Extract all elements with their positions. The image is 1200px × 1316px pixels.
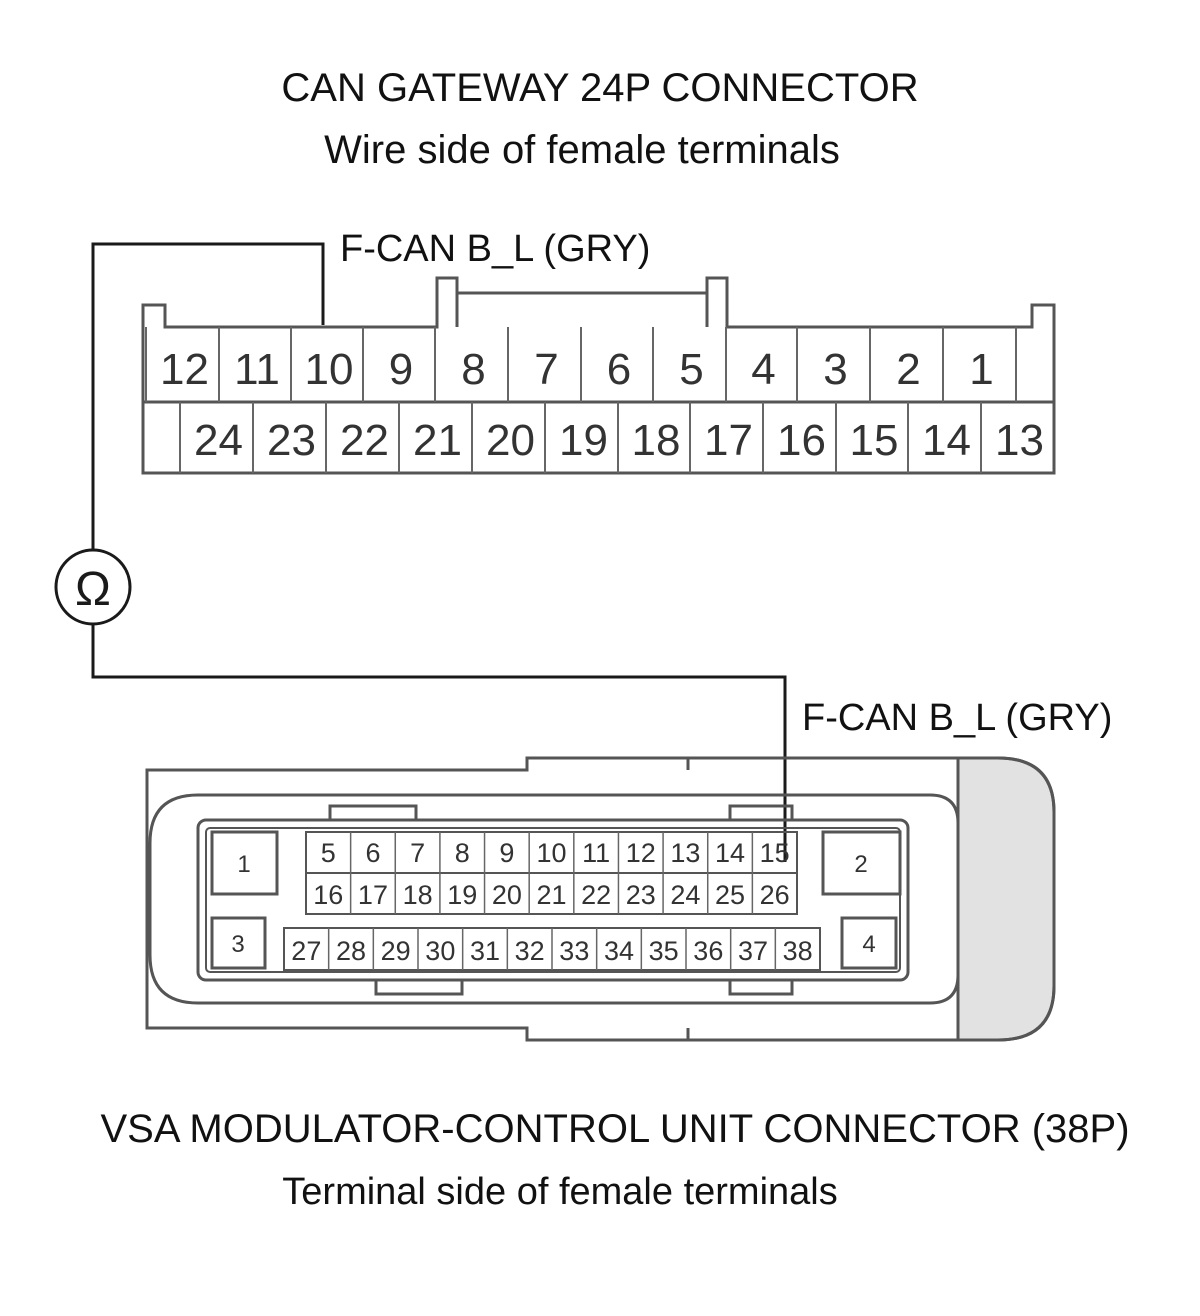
- gateway-pin-16: 16: [777, 416, 826, 465]
- vsa-pin-33: 33: [559, 936, 589, 966]
- vsa-pin-6: 6: [365, 838, 380, 868]
- gateway-pin-19: 19: [559, 416, 608, 465]
- gateway-pin-9: 9: [389, 345, 413, 394]
- vsa-pin-25: 25: [715, 880, 745, 910]
- vsa-pin-11: 11: [582, 838, 610, 868]
- gateway-pin-21: 21: [413, 416, 462, 465]
- gateway-pin-6: 6: [607, 345, 631, 394]
- vsa-pin-9: 9: [499, 838, 514, 868]
- vsa-pin-17: 17: [358, 880, 388, 910]
- vsa-pin-37: 37: [738, 936, 768, 966]
- vsa-pin-31: 31: [470, 936, 500, 966]
- gateway-pin-11: 11: [234, 345, 280, 394]
- vsa-pin-4: 4: [862, 931, 875, 958]
- gateway-pin-2: 2: [896, 345, 920, 394]
- gateway-row-bottom: 24 23 22 21 20 19 18 17 16 15 14 13: [194, 416, 1044, 465]
- vsa-pin-14: 14: [715, 838, 745, 868]
- vsa-pin-15: 15: [760, 838, 790, 868]
- vsa-pin-10: 10: [536, 838, 566, 868]
- vsa-row-c: 27 28 29 30 31 32 33 34 35 36 37 38: [291, 936, 812, 966]
- gateway-pin-1: 1: [969, 345, 993, 394]
- vsa-subtitle: Terminal side of female terminals: [282, 1171, 838, 1213]
- vsa-wire-label: F-CAN B_L (GRY): [802, 697, 1112, 739]
- ohm-symbol: Ω: [75, 563, 111, 616]
- gateway-pin-3: 3: [823, 345, 847, 394]
- gateway-pin-13: 13: [995, 416, 1044, 465]
- vsa-pin-1: 1: [237, 851, 250, 878]
- gateway-pin-17: 17: [704, 416, 753, 465]
- vsa-pin-2: 2: [854, 851, 867, 878]
- gateway-subtitle: Wire side of female terminals: [324, 128, 840, 172]
- gateway-pin-4: 4: [751, 345, 775, 394]
- gateway-pin-8: 8: [461, 345, 485, 394]
- gateway-wire-label: F-CAN B_L (GRY): [340, 228, 650, 270]
- vsa-pin-32: 32: [515, 936, 545, 966]
- vsa-row-b: 16 17 18 19 20 21 22 23 24 25 26: [313, 880, 789, 910]
- vsa-pin-18: 18: [403, 880, 433, 910]
- wire-to-gateway-pin-10: [91, 242, 325, 552]
- vsa-pin-21: 21: [536, 880, 566, 910]
- gateway-pin-18: 18: [632, 416, 681, 465]
- vsa-connector: [145, 756, 1056, 1042]
- gateway-pin-22: 22: [340, 416, 389, 465]
- gateway-title: CAN GATEWAY 24P CONNECTOR: [281, 66, 919, 110]
- gateway-pin-5: 5: [679, 345, 703, 394]
- wire-to-vsa-pin-15: [91, 622, 787, 862]
- vsa-pin-26: 26: [760, 880, 790, 910]
- vsa-pin-35: 35: [649, 936, 679, 966]
- gateway-pin-14: 14: [922, 416, 971, 465]
- gateway-pin-23: 23: [267, 416, 316, 465]
- vsa-pin-22: 22: [581, 880, 611, 910]
- gateway-pin-24: 24: [194, 416, 243, 465]
- gateway-pin-7: 7: [534, 345, 558, 394]
- vsa-pin-3: 3: [231, 931, 244, 958]
- vsa-pin-13: 13: [670, 838, 700, 868]
- vsa-pin-dividers: [327, 832, 777, 970]
- vsa-pin-34: 34: [604, 936, 634, 966]
- gateway-pin-20: 20: [486, 416, 535, 465]
- vsa-pin-38: 38: [783, 936, 813, 966]
- vsa-pin-8: 8: [455, 838, 470, 868]
- gateway-pin-15: 15: [850, 416, 899, 465]
- vsa-pin-19: 19: [447, 880, 477, 910]
- vsa-pin-27: 27: [291, 936, 321, 966]
- vsa-pin-5: 5: [321, 838, 336, 868]
- vsa-pin-36: 36: [693, 936, 723, 966]
- vsa-pin-16: 16: [313, 880, 343, 910]
- vsa-pin-12: 12: [626, 838, 656, 868]
- vsa-pin-23: 23: [626, 880, 656, 910]
- gateway-pin-12: 12: [160, 345, 209, 394]
- vsa-pin-29: 29: [381, 936, 411, 966]
- vsa-title: VSA MODULATOR-CONTROL UNIT CONNECTOR (38…: [100, 1107, 1130, 1151]
- vsa-pin-30: 30: [425, 936, 455, 966]
- ohmmeter-icon: Ω: [54, 548, 132, 626]
- gateway-pin-dividers: [145, 327, 1017, 473]
- vsa-pin-28: 28: [336, 936, 366, 966]
- probe-wires: [91, 242, 787, 862]
- vsa-pin-20: 20: [492, 880, 522, 910]
- gateway-connector: [141, 276, 1056, 475]
- vsa-pin-24: 24: [670, 880, 700, 910]
- vsa-pin-7: 7: [410, 838, 425, 868]
- gateway-pin-10: 10: [305, 345, 354, 394]
